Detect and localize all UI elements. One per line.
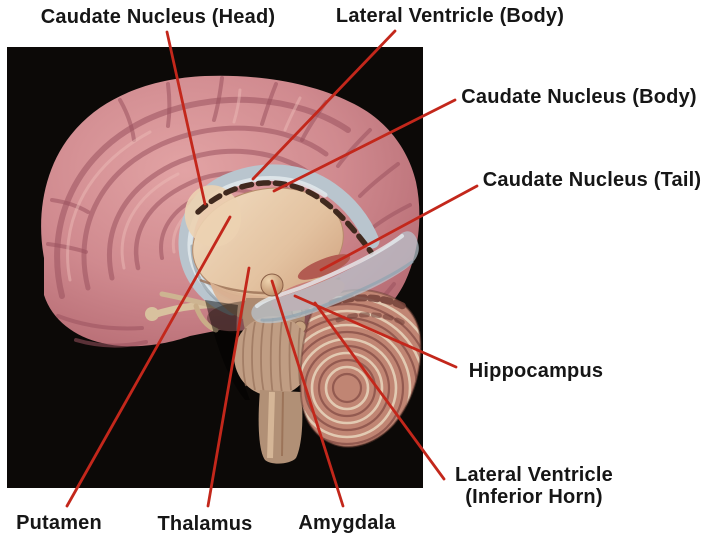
label-hippocampus: Hippocampus — [468, 360, 604, 382]
leader-line-lateral-ventricle-body — [251, 29, 397, 181]
label-thalamus: Thalamus — [157, 513, 253, 535]
leader-line-caudate-tail — [319, 184, 479, 272]
label-putamen: Putamen — [16, 512, 102, 534]
leader-line-hippocampus — [293, 294, 458, 369]
leader-line-lateral-ventricle-inferior-horn — [313, 301, 446, 481]
label-line-1: Lateral Ventricle — [455, 464, 613, 486]
label-caudate-tail: Caudate Nucleus (Tail) — [482, 169, 702, 191]
label-line-2: (Inferior Horn) — [465, 486, 603, 508]
leader-line-caudate-body — [272, 98, 457, 193]
leader-line-thalamus — [206, 266, 251, 508]
caudate-head-shape — [184, 185, 242, 247]
caudate-dashed-outline — [195, 180, 374, 255]
leader-lines — [65, 29, 479, 508]
label-lateral-ventricle-body: Lateral Ventricle (Body) — [335, 5, 565, 27]
medulla-shape — [258, 390, 303, 464]
leader-line-caudate-head — [165, 30, 207, 206]
label-caudate-head: Caudate Nucleus (Head) — [40, 6, 276, 28]
leader-line-putamen — [65, 215, 232, 508]
label-lateral-ventricle-inferior-horn: Lateral Ventricle (Inferior Horn) — [455, 464, 613, 508]
label-amygdala: Amygdala — [298, 512, 396, 534]
leader-line-amygdala — [270, 279, 345, 508]
lateral-ventricle-inferior-horn-shape — [251, 231, 419, 324]
label-caudate-body: Caudate Nucleus (Body) — [461, 86, 697, 108]
